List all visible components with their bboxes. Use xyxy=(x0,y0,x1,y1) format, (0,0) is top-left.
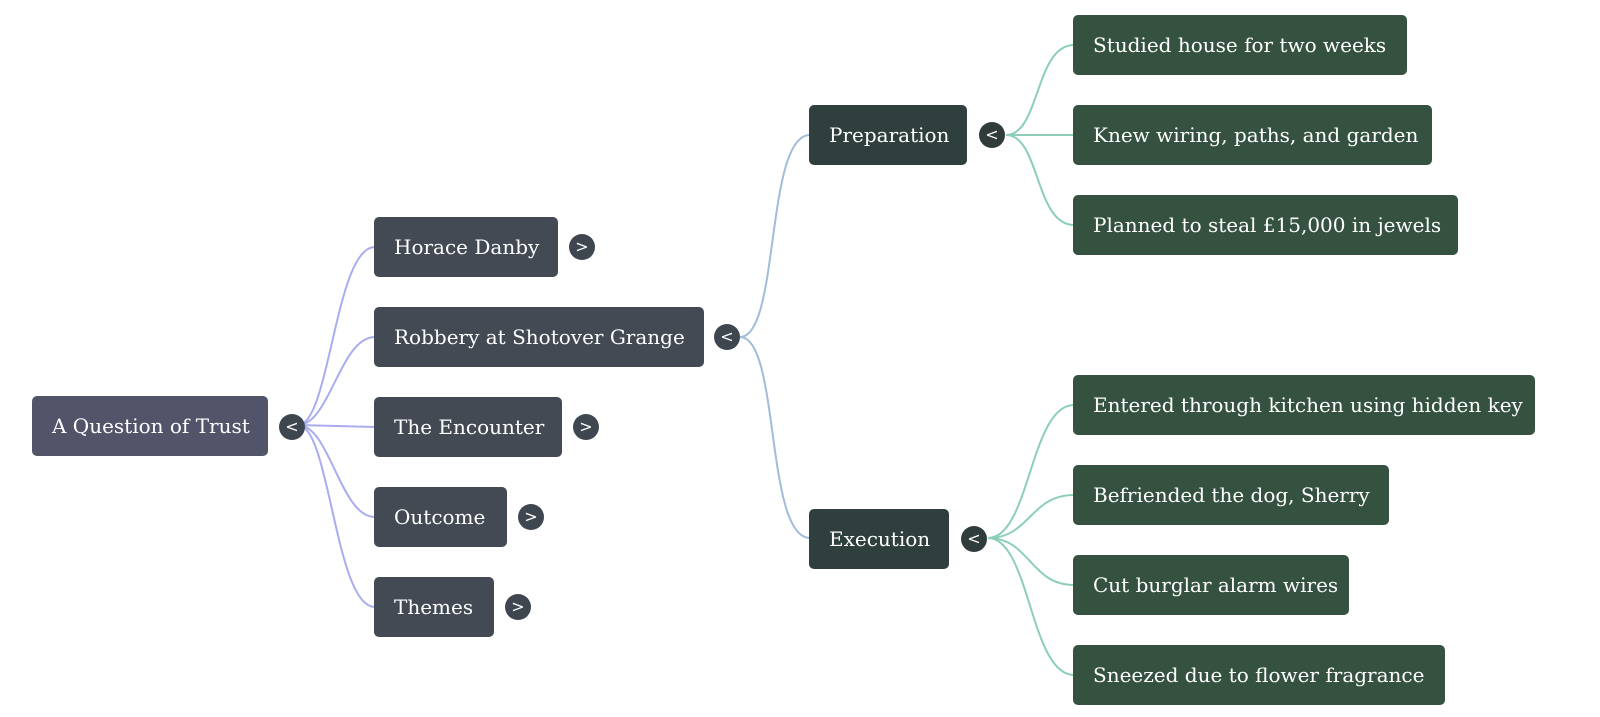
root-node[interactable]: A Question of Trust xyxy=(32,396,268,456)
leaf-node-label: Studied house for two weeks xyxy=(1093,33,1387,57)
collapse-robbery-toggle-icon[interactable]: < xyxy=(714,324,740,350)
edge-root-horace xyxy=(297,246,376,426)
branch-node-label: Horace Danby xyxy=(394,235,540,259)
expand-horace-danby-toggle-icon[interactable]: > xyxy=(569,234,595,260)
edge-exec-4 xyxy=(987,537,1075,676)
leaf-node[interactable]: Knew wiring, paths, and garden xyxy=(1073,105,1432,165)
leaf-node[interactable]: Befriended the dog, Sherry xyxy=(1073,465,1389,525)
edge-prep-3 xyxy=(1005,134,1075,226)
subbranch-node-label: Execution xyxy=(829,527,931,551)
branch-node-label: The Encounter xyxy=(394,415,545,439)
branch-node-the-encounter[interactable]: The Encounter xyxy=(374,397,562,457)
leaf-node[interactable]: Entered through kitchen using hidden key xyxy=(1073,375,1535,435)
leaf-node-label: Sneezed due to flower fragrance xyxy=(1093,663,1425,687)
expand-outcome-toggle-icon[interactable]: > xyxy=(518,504,544,530)
edge-exec-1 xyxy=(987,404,1075,539)
edge-exec-2 xyxy=(987,494,1075,539)
edge-robbery-execution xyxy=(739,336,811,539)
subbranch-node-preparation[interactable]: Preparation xyxy=(809,105,967,165)
edge-root-robbery xyxy=(297,336,376,426)
leaf-node[interactable]: Studied house for two weeks xyxy=(1073,15,1407,75)
leaf-node[interactable]: Planned to steal £15,000 in jewels xyxy=(1073,195,1458,255)
edge-prep-1 xyxy=(1005,44,1075,136)
leaf-node-label: Planned to steal £15,000 in jewels xyxy=(1093,213,1442,237)
edge-root-encounter xyxy=(297,424,376,428)
branch-node-horace-danby[interactable]: Horace Danby xyxy=(374,217,558,277)
expand-themes-toggle-icon[interactable]: > xyxy=(505,594,531,620)
branch-node-robbery[interactable]: Robbery at Shotover Grange xyxy=(374,307,704,367)
leaf-node-label: Entered through kitchen using hidden key xyxy=(1093,393,1523,417)
subbranch-node-execution[interactable]: Execution xyxy=(809,509,949,569)
edge-root-themes xyxy=(297,424,376,608)
leaf-node[interactable]: Sneezed due to flower fragrance xyxy=(1073,645,1445,705)
leaf-node-label: Befriended the dog, Sherry xyxy=(1093,483,1370,507)
branch-node-label: Outcome xyxy=(394,505,486,529)
subbranch-node-label: Preparation xyxy=(829,123,950,147)
edge-robbery-preparation xyxy=(739,134,811,338)
edge-root-outcome xyxy=(297,424,376,518)
branch-node-outcome[interactable]: Outcome xyxy=(374,487,507,547)
collapse-preparation-toggle-icon[interactable]: < xyxy=(979,122,1005,148)
leaf-node-label: Knew wiring, paths, and garden xyxy=(1093,123,1419,147)
leaf-node-label: Cut burglar alarm wires xyxy=(1093,573,1339,597)
branch-node-label: Themes xyxy=(394,595,474,619)
leaf-node[interactable]: Cut burglar alarm wires xyxy=(1073,555,1349,615)
branch-node-label: Robbery at Shotover Grange xyxy=(394,325,685,349)
branch-node-themes[interactable]: Themes xyxy=(374,577,494,637)
expand-encounter-toggle-icon[interactable]: > xyxy=(573,414,599,440)
collapse-execution-toggle-icon[interactable]: < xyxy=(961,526,987,552)
root-node-label: A Question of Trust xyxy=(52,414,250,438)
collapse-root-toggle-icon[interactable]: < xyxy=(279,414,305,440)
edge-exec-3 xyxy=(987,537,1075,586)
